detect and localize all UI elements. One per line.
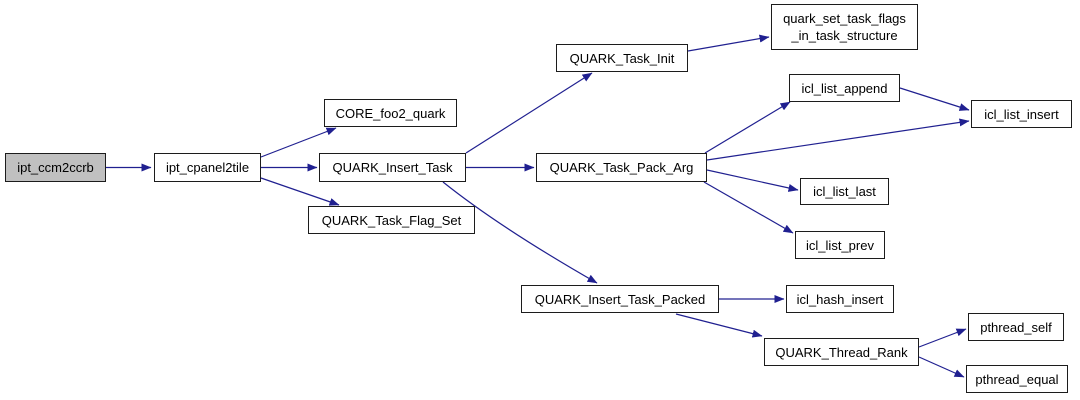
node-pthread-self[interactable]: pthread_self: [968, 313, 1064, 341]
edge-quark-task-pack-arg-to-icl-list-insert: [706, 118, 970, 161]
node-quark-task-init[interactable]: QUARK_Task_Init: [556, 44, 688, 72]
edge-quark-insert-task-to-quark-task-init: [465, 72, 593, 154]
edge-quark-insert-task-packed-to-quark-thread-rank: [675, 313, 763, 338]
edge-quark-thread-rank-to-pthread-equal: [918, 356, 965, 378]
edge-quark-thread-rank-to-pthread-self: [918, 328, 967, 348]
node-icl-hash-insert[interactable]: icl_hash_insert: [786, 285, 894, 313]
node-quark-task-flag-set[interactable]: QUARK_Task_Flag_Set: [308, 206, 475, 234]
node-pthread-equal[interactable]: pthread_equal: [966, 365, 1068, 393]
edge-quark-task-pack-arg-to-icl-list-append: [704, 101, 791, 154]
node-core-foo2-quark[interactable]: CORE_foo2_quark: [324, 99, 457, 127]
node-icl-list-last[interactable]: icl_list_last: [800, 178, 889, 205]
node-quark-thread-rank[interactable]: QUARK_Thread_Rank: [764, 338, 919, 366]
edge-quark-insert-task-to-quark-insert-task-packed: [442, 181, 598, 284]
edge-quark-task-init-to-quark-set-task-flags: [687, 34, 770, 52]
node-quark-task-pack-arg[interactable]: QUARK_Task_Pack_Arg: [536, 153, 707, 182]
edge-quark-task-pack-arg-to-icl-list-last: [706, 169, 799, 192]
edge-quark-task-pack-arg-to-icl-list-prev: [703, 181, 794, 234]
node-ipt-cpanel2tile[interactable]: ipt_cpanel2tile: [154, 153, 261, 182]
edge-ipt-cpanel2tile-to-core-foo2-quark: [260, 127, 337, 158]
node-quark-insert-task[interactable]: QUARK_Insert_Task: [319, 153, 466, 182]
node-icl-list-append[interactable]: icl_list_append: [789, 74, 900, 102]
node-quark-insert-task-packed[interactable]: QUARK_Insert_Task_Packed: [521, 285, 719, 313]
node-quark-set-task-flags-in-task-structure[interactable]: quark_set_task_flags _in_task_structure: [771, 4, 918, 50]
edge-icl-list-append-to-icl-list-insert: [899, 87, 970, 111]
node-icl-list-prev[interactable]: icl_list_prev: [795, 231, 885, 259]
node-ipt-ccm2ccrb: ipt_ccm2ccrb: [5, 153, 106, 182]
node-icl-list-insert[interactable]: icl_list_insert: [971, 100, 1072, 128]
edge-ipt-cpanel2tile-to-quark-task-flag-set: [260, 177, 340, 206]
